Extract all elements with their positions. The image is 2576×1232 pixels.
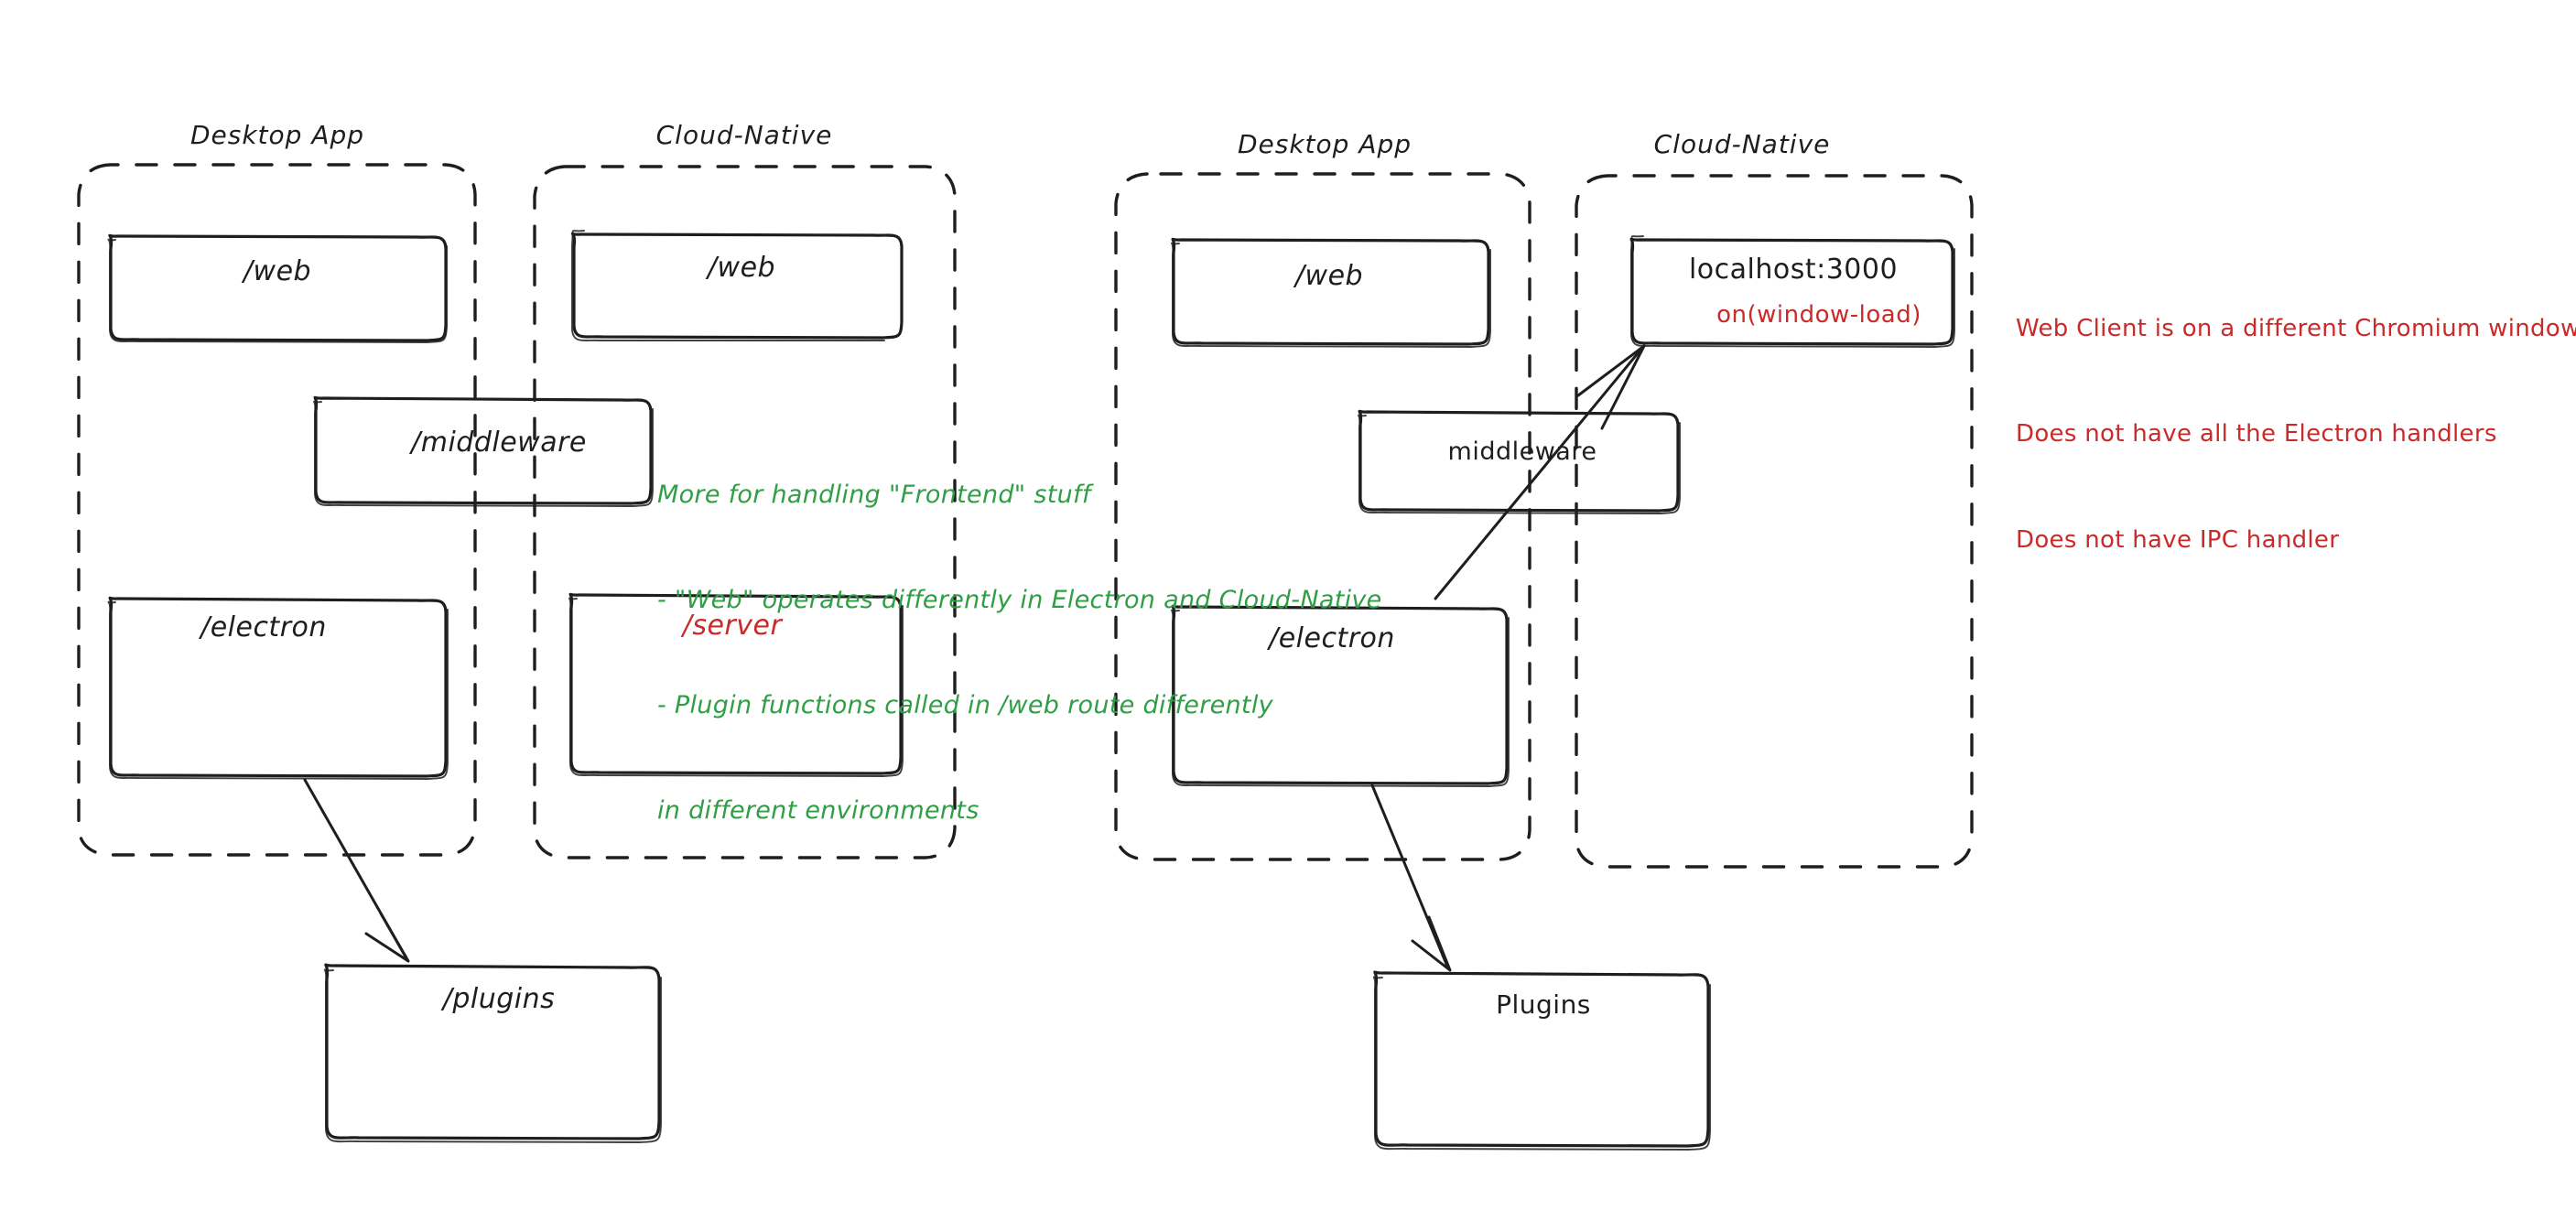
- note-left-line-2: - "Web" operates differently in Electron…: [657, 585, 1382, 614]
- arrow-left-electron-to-plugins: [303, 778, 410, 963]
- box-outline-right-plugins: [1372, 970, 1711, 1151]
- box-label-left-server: /server: [682, 610, 783, 642]
- note-left-line-3: - Plugin functions called in /web route …: [657, 690, 1273, 719]
- box-label-right-plugins: Plugins: [1496, 989, 1591, 1020]
- group-title-right-desktop-app: Desktop App: [1237, 129, 1412, 159]
- group-title-left-cloud-native: Cloud-Native: [655, 120, 833, 150]
- box-label-left-plugins: /plugins: [442, 983, 556, 1015]
- box-outline-right-localhost: [1629, 235, 1955, 348]
- group-outline-right-desktop-app: [1114, 172, 1532, 861]
- note-left-line-1: More for handling "Frontend" stuff: [657, 480, 1091, 509]
- box-label-right-electron: /electron: [1269, 622, 1395, 654]
- box-outline-left-middleware: [313, 395, 654, 507]
- group-title-left-desktop-app: Desktop App: [189, 120, 365, 150]
- box-outline-left-plugins: [323, 963, 662, 1143]
- box-outline-right-desktop-web: [1171, 237, 1491, 348]
- box-label-left-cloud-web: /web: [707, 252, 776, 284]
- note-left-line-4: in different environments: [657, 795, 980, 825]
- box-outline-left-server: [568, 592, 904, 777]
- box-outline-left-cloud-web: [570, 230, 904, 341]
- box-label-right-middleware: middleware: [1447, 438, 1597, 466]
- box-label-left-electron: /electron: [200, 611, 327, 643]
- arrow-right-electron-to-localhost: [1434, 344, 1646, 600]
- box-label-right-desktop-web: /web: [1294, 260, 1364, 292]
- group-outline-left-cloud-native: [533, 165, 957, 859]
- box-label-left-desktop-web: /web: [243, 255, 312, 287]
- box-outline-right-middleware: [1358, 409, 1681, 514]
- box-label-left-middleware: /middleware: [411, 427, 587, 459]
- arrow-right-electron-to-plugins: [1370, 784, 1452, 972]
- note-right-line-1: Web Client is on a different Chromium wi…: [2016, 314, 2576, 342]
- note-right-line-2: Does not have all the Electron handlers: [2016, 420, 2497, 448]
- note-right-line-3: Does not have IPC handler: [2016, 525, 2340, 554]
- note-left-green: More for handling "Frontend" stuff - "We…: [657, 407, 1382, 899]
- box-label-right-localhost: localhost:3000: [1688, 254, 1899, 286]
- note-right-red: Web Client is on a different Chromium wi…: [2016, 241, 2576, 628]
- box-outline-left-desktop-web: [107, 233, 448, 343]
- box-outline-right-electron: [1171, 604, 1510, 787]
- group-title-right-cloud-native: Cloud-Native: [1653, 129, 1831, 159]
- box-outline-left-electron: [107, 596, 449, 780]
- box-sublabel-right-localhost: on(window-load): [1716, 301, 1921, 329]
